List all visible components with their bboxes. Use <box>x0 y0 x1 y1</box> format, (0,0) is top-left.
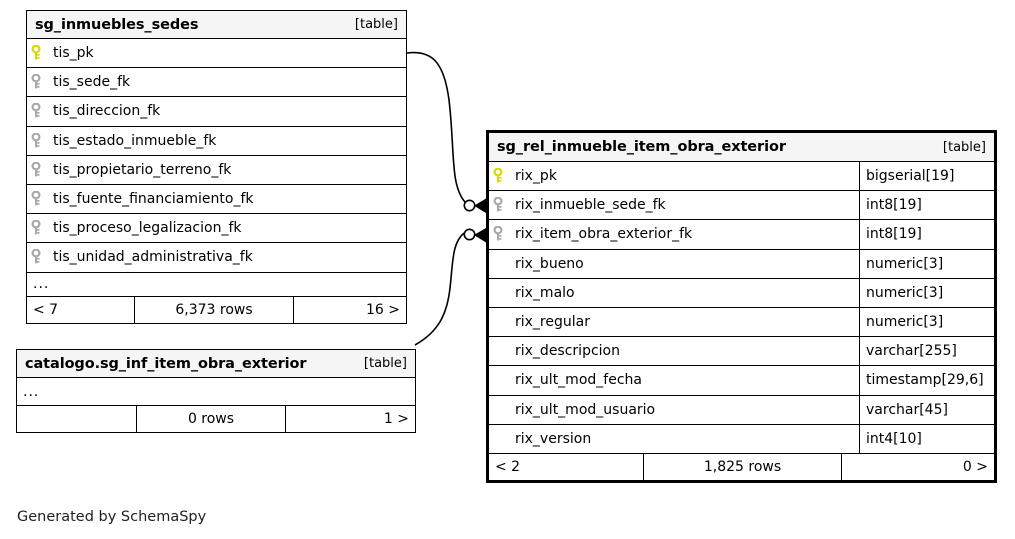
column-type: numeric[3] <box>859 307 994 337</box>
column-name: tis_proceso_legalizacion_fk <box>53 220 242 237</box>
column-type: numeric[3] <box>859 278 994 307</box>
footer-children-count[interactable]: 0 > <box>962 458 988 475</box>
table-footer: < 2 1,825 rows 0 > <box>489 453 994 480</box>
table-row[interactable]: rix_ult_mod_usuario varchar[45] <box>489 395 994 425</box>
foreign-key-icon <box>27 127 45 155</box>
footer-parents-count[interactable] <box>17 406 136 432</box>
table-row[interactable]: tis_estado_inmueble_fk <box>27 127 406 156</box>
column-name: rix_inmueble_sede_fk <box>515 197 666 214</box>
foreign-key-icon <box>489 191 507 219</box>
no-key-spacer <box>489 279 507 307</box>
foreign-key-icon <box>27 185 45 213</box>
column-type: timestamp[29,6] <box>859 366 994 395</box>
column-name: tis_propietario_terreno_fk <box>53 161 232 178</box>
table-header[interactable]: sg_rel_inmueble_item_obra_exterior [tabl… <box>489 133 994 162</box>
column-type: int8[19] <box>859 191 994 220</box>
column-name: tis_direccion_fk <box>53 103 161 120</box>
footer-parents-count[interactable]: < 2 <box>495 458 521 475</box>
edge-1-zero-marker <box>463 199 476 212</box>
table-kind-label: [table] <box>363 356 407 371</box>
column-name: tis_pk <box>53 45 94 62</box>
table-title: catalogo.sg_inf_item_obra_exterior <box>25 355 307 372</box>
no-key-spacer <box>489 366 507 394</box>
foreign-key-icon <box>27 68 45 96</box>
table-row[interactable]: rix_version int4[10] <box>489 424 994 454</box>
table-sg-inmuebles-sedes[interactable]: sg_inmuebles_sedes [table] tis_pk tis_se… <box>26 10 407 324</box>
table-row[interactable]: rix_malo numeric[3] <box>489 278 994 308</box>
footer-children-count[interactable]: 16 > <box>366 301 400 318</box>
column-name: rix_ult_mod_usuario <box>515 401 656 418</box>
edge-2-crowsfoot <box>474 228 486 243</box>
table-row[interactable]: rix_pk bigserial[19] <box>489 162 994 192</box>
table-title: sg_inmuebles_sedes <box>35 16 199 33</box>
primary-key-icon <box>27 39 45 67</box>
edge-1-crowsfoot <box>474 198 486 213</box>
footer-row-count: 0 rows <box>136 406 286 432</box>
column-name: rix_version <box>515 430 592 447</box>
more-columns-indicator: ... <box>27 273 406 297</box>
edge-2-zero-marker <box>463 228 476 241</box>
table-row[interactable]: rix_item_obra_exterior_fk int8[19] <box>489 220 994 250</box>
column-name: rix_descripcion <box>515 343 620 360</box>
table-kind-label: [table] <box>354 17 398 32</box>
column-name: rix_regular <box>515 314 590 331</box>
more-columns-indicator: ... <box>17 378 415 406</box>
column-type: varchar[255] <box>859 337 994 366</box>
table-row[interactable]: tis_proceso_legalizacion_fk <box>27 214 406 244</box>
table-footer: < 7 6,373 rows 16 > <box>27 296 406 323</box>
column-name: rix_pk <box>515 168 557 185</box>
column-name: tis_sede_fk <box>53 74 131 91</box>
generated-by-caption: Generated by SchemaSpy <box>17 509 207 525</box>
column-name: rix_bueno <box>515 255 584 272</box>
footer-children-count[interactable]: 1 > <box>383 411 409 427</box>
column-type: int4[10] <box>859 424 994 453</box>
primary-key-icon <box>489 162 507 190</box>
no-key-spacer <box>489 308 507 336</box>
no-key-spacer <box>489 337 507 365</box>
table-row[interactable]: tis_fuente_financiamiento_fk <box>27 185 406 215</box>
table-kind-label: [table] <box>942 139 986 155</box>
footer-parents-count[interactable]: < 7 <box>33 301 59 318</box>
column-name: rix_ult_mod_fecha <box>515 372 642 389</box>
table-title: sg_rel_inmueble_item_obra_exterior <box>497 139 786 155</box>
foreign-key-icon <box>27 214 45 242</box>
table-row[interactable]: tis_propietario_terreno_fk <box>27 156 406 185</box>
table-catalogo-sg-inf-item-obra-exterior[interactable]: catalogo.sg_inf_item_obra_exterior [tabl… <box>16 349 416 433</box>
column-type: bigserial[19] <box>859 162 994 191</box>
no-key-spacer <box>489 425 507 453</box>
column-type: varchar[45] <box>859 395 994 424</box>
no-key-spacer <box>489 250 507 278</box>
no-key-spacer <box>489 396 507 424</box>
table-row[interactable]: rix_ult_mod_fecha timestamp[29,6] <box>489 366 994 396</box>
table-row[interactable]: tis_unidad_administrativa_fk <box>27 243 406 273</box>
table-header[interactable]: catalogo.sg_inf_item_obra_exterior [tabl… <box>17 350 415 378</box>
column-name: rix_malo <box>515 284 575 301</box>
table-row[interactable]: rix_regular numeric[3] <box>489 307 994 338</box>
relationship-edge-1 <box>406 51 466 203</box>
table-row[interactable]: rix_inmueble_sede_fk int8[19] <box>489 191 994 221</box>
table-row[interactable]: rix_bueno numeric[3] <box>489 249 994 279</box>
foreign-key-icon <box>489 220 507 248</box>
column-type: int8[19] <box>859 220 994 249</box>
column-name: rix_item_obra_exterior_fk <box>515 226 693 243</box>
footer-row-count: 1,825 rows <box>643 453 842 480</box>
column-name: tis_unidad_administrativa_fk <box>53 249 253 266</box>
table-footer: 0 rows 1 > <box>17 406 415 432</box>
table-row[interactable]: tis_sede_fk <box>27 68 406 98</box>
table-row[interactable]: tis_pk <box>27 39 406 69</box>
footer-row-count: 6,373 rows <box>134 296 294 323</box>
column-type: numeric[3] <box>859 249 994 278</box>
column-name: tis_fuente_financiamiento_fk <box>53 191 254 208</box>
foreign-key-icon <box>27 97 45 125</box>
foreign-key-icon <box>27 156 45 184</box>
table-row[interactable]: tis_direccion_fk <box>27 97 406 127</box>
relationship-edge-2 <box>414 232 465 346</box>
table-row[interactable]: rix_descripcion varchar[255] <box>489 337 994 367</box>
table-sg-rel-inmueble-item-obra-exterior[interactable]: sg_rel_inmueble_item_obra_exterior [tabl… <box>486 130 997 483</box>
table-header[interactable]: sg_inmuebles_sedes [table] <box>27 11 406 39</box>
column-name: tis_estado_inmueble_fk <box>53 132 217 149</box>
foreign-key-icon <box>27 243 45 271</box>
